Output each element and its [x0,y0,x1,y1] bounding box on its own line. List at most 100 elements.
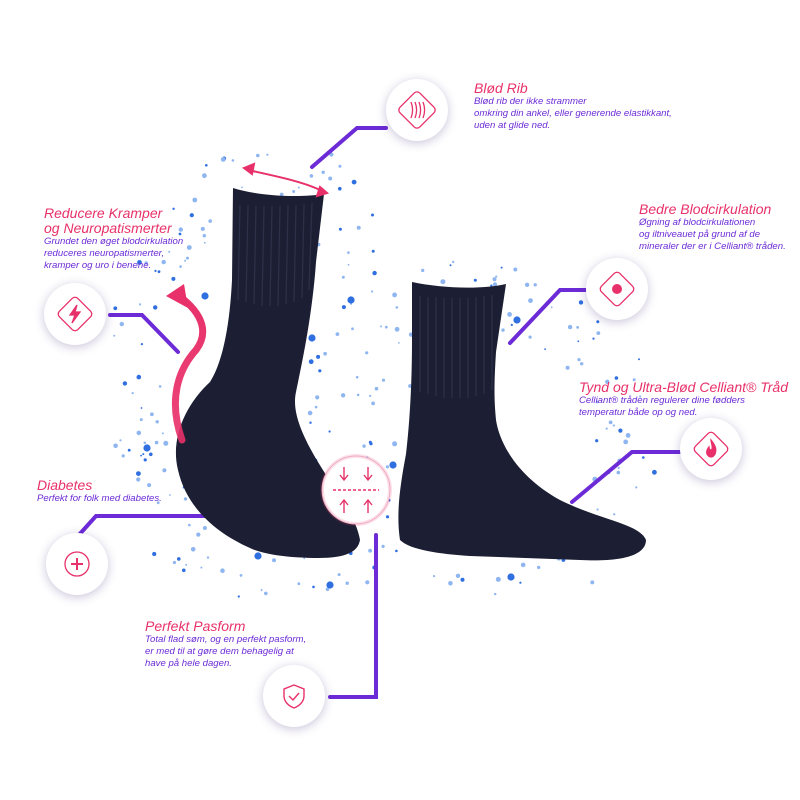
particle-dot [136,430,142,436]
circulation-icon [586,258,648,320]
particle-dot [137,260,142,265]
particle-dot [122,381,128,386]
particle-dot [449,264,452,267]
particle-dot [380,325,382,328]
particle-dot [142,453,145,456]
particle-dot [161,259,166,265]
particle-dot [308,359,314,365]
particle-dot [321,170,325,174]
feature-title: og Neuropatismerter [44,220,172,236]
particle-dot [625,433,631,438]
particle-dot [392,292,397,298]
particle-dot [292,190,296,193]
particle-dot [632,378,636,382]
particle-dot [638,358,640,361]
particle-dot [362,444,366,448]
particle-dot [371,401,375,406]
particle-dot [264,591,268,596]
particle-dot [113,443,118,449]
particle-dot [356,393,360,397]
particle-dot [452,260,455,264]
particle-dot [528,335,532,339]
particle-dot [394,326,400,332]
particle-dot [139,418,143,422]
particle-dot [341,305,346,310]
medical-plus-icon [46,533,108,595]
particle-dot [140,407,143,409]
particle-dot [149,452,153,457]
particle-dot [337,573,341,577]
particle-dot [338,227,342,231]
particle-dot [490,284,493,287]
particle-dot [172,207,175,210]
particle-dot [119,439,122,442]
particle-hex [507,573,515,581]
particle-hex [326,581,334,589]
particle-dot [153,305,158,310]
particle-dot [203,241,206,244]
particle-dot [157,270,161,273]
particle-dot [520,562,526,568]
feature-blodcirkulation: Bedre Blodcirkulation Øgning af blodcirk… [639,202,786,253]
particle-dot [328,430,331,433]
particle-dot [460,577,465,582]
particle-dot [312,585,315,589]
particle-dot [381,544,385,549]
particle-dot [440,279,446,285]
particle-dot [307,410,313,416]
particle-dot [590,580,595,585]
particle-dot [231,159,235,162]
particle-dot [567,324,573,330]
particle-dot [186,245,192,250]
particle-dot [616,470,621,475]
particle-dot [325,587,330,592]
feature-desc-line: reduceres neuropatismerter, [44,248,164,259]
particle-dot [161,432,164,435]
particle-hex [513,316,521,324]
particle-dot [524,282,530,287]
particle-dot [372,270,377,276]
particle-dot [533,283,537,287]
particle-dot [519,581,522,584]
particle-dot [266,153,269,156]
particle-dot [168,250,171,253]
particle-dot [355,375,359,379]
particle-dot [177,557,181,561]
particle-dot [595,439,599,443]
particle-dot [500,266,503,269]
feature-title: Diabetes [37,477,93,493]
feature-desc-line: Blød rib der ikke strammer [474,96,587,107]
particle-dot [473,278,477,282]
particle-dot [131,392,134,395]
particle-dot [188,523,191,527]
particle-dot [408,384,412,388]
particle-dot [639,395,642,398]
particle-dot [371,249,375,253]
particle-dot [121,454,125,458]
particle-dot [272,558,276,563]
particle-dot [613,513,616,516]
feature-desc-line: Total flad søm, og en perfekt pasform, [145,634,307,645]
particle-hex [389,461,397,469]
particle-hex [308,334,316,342]
particle-dot [395,306,399,309]
particle-dot [113,334,116,337]
feature-desc-line: Celliant® tråden regulerer dine fødders [579,395,745,406]
particle-dot [371,290,374,293]
particle-dot [494,592,497,596]
feature-desc-line: kramper og uro i benene. [44,260,152,271]
particle-dot [365,351,369,355]
feature-desc-line: temperatur både op og ned. [579,407,698,418]
particle-dot [328,176,333,181]
feature-desc-line: og iltniveauet på grund af de [639,229,761,240]
particle-dot [297,186,300,189]
shield-check-icon [263,665,325,727]
particle-dot [200,566,203,569]
particle-dot [335,332,340,336]
particle-dot [309,174,314,178]
particle-dot [186,256,189,260]
particle-dot [495,275,498,278]
particle-dot [612,424,615,427]
particle-dot [596,320,600,324]
particle-dot [315,395,320,400]
